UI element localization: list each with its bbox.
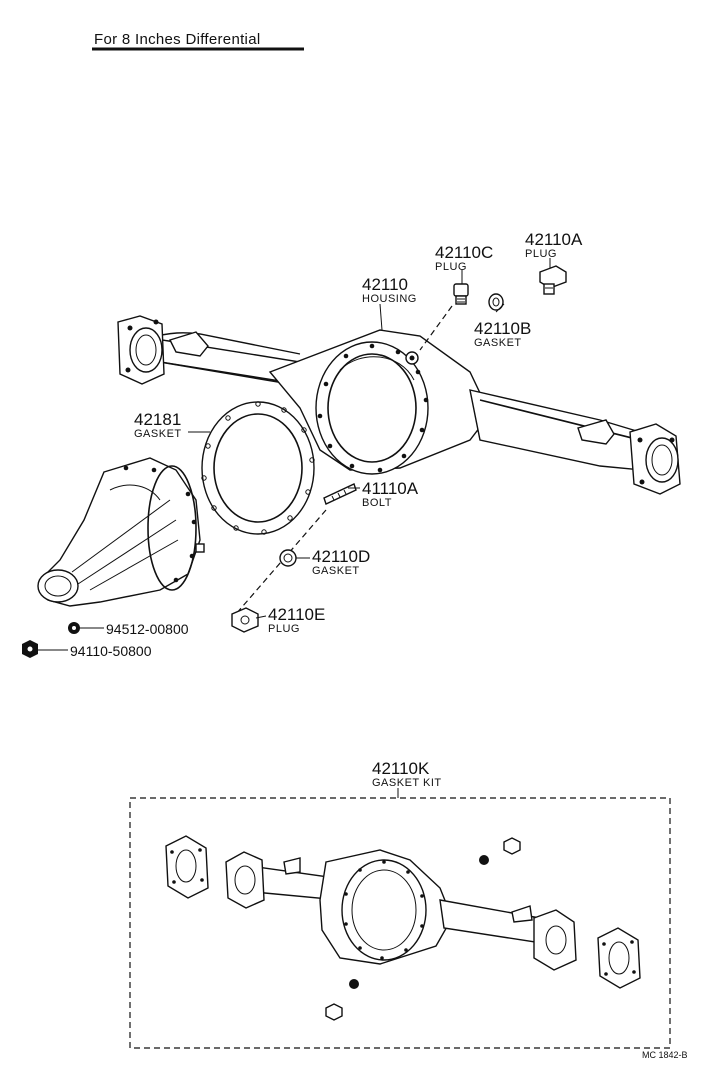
footer-code: MC 1842-B <box>642 1050 688 1060</box>
label-42110k-name: GASKET KIT <box>372 777 442 789</box>
housing-stud-holes <box>317 343 429 473</box>
kit-flange-gasket-left <box>165 835 209 899</box>
label-42110-number: 42110 <box>362 275 408 294</box>
title-text: For 8 Inches Differential <box>94 31 260 48</box>
plug-42110e <box>231 607 259 633</box>
gasket-kit-42110k <box>129 788 671 1049</box>
leader-lines <box>38 258 551 651</box>
kit-plug-bottom <box>325 1003 343 1021</box>
kit-housing <box>225 849 577 971</box>
differential-carrier <box>37 457 205 607</box>
label-42110d-name: GASKET <box>312 565 360 577</box>
kit-gasket-top <box>479 855 489 865</box>
gasket-42110b <box>488 293 504 311</box>
part-labels: 42110C PLUG 42110A PLUG 42110 HOUSING 42… <box>70 230 583 789</box>
label-42110c-number: 42110C <box>435 243 493 262</box>
label-42110b-name: GASKET <box>474 337 522 349</box>
label-41110a-number: 41110A <box>362 479 419 498</box>
label-94110-50800: 94110-50800 <box>70 643 152 659</box>
label-42110-name: HOUSING <box>362 293 417 305</box>
diagram-title: For 8 Inches Differential <box>92 31 304 51</box>
label-42181-number: 42181 <box>134 410 181 429</box>
gasket-42181 <box>201 401 315 535</box>
label-42110b-number: 42110B <box>474 319 531 338</box>
label-42110d-number: 42110D <box>312 547 370 566</box>
label-42181-name: GASKET <box>134 428 182 440</box>
axle-housing <box>117 315 681 495</box>
leader-drain-dashed <box>235 509 327 615</box>
leader-42110c-dashed <box>419 305 453 351</box>
label-42110e-number: 42110E <box>268 605 325 624</box>
kit-gasket-bottom <box>349 979 359 989</box>
kit-plug-top <box>503 837 521 855</box>
label-42110a-name: PLUG <box>525 248 557 260</box>
plug-42110c <box>453 283 469 305</box>
plug-42110a <box>539 265 567 295</box>
label-41110a-name: BOLT <box>362 497 392 509</box>
gasket-42110d <box>279 549 297 567</box>
kit-flange-gasket-right <box>597 927 641 989</box>
nut-94110-50800 <box>22 640 38 658</box>
bolt-41110a <box>323 483 357 505</box>
label-42110c-name: PLUG <box>435 261 467 273</box>
washer-94512-00800 <box>68 622 80 634</box>
label-42110e-name: PLUG <box>268 623 300 635</box>
gasket-kit-box <box>129 797 671 1049</box>
label-42110a-number: 42110A <box>525 230 583 249</box>
label-94512-00800: 94512-00800 <box>106 621 189 637</box>
label-42110k-number: 42110K <box>372 759 430 778</box>
